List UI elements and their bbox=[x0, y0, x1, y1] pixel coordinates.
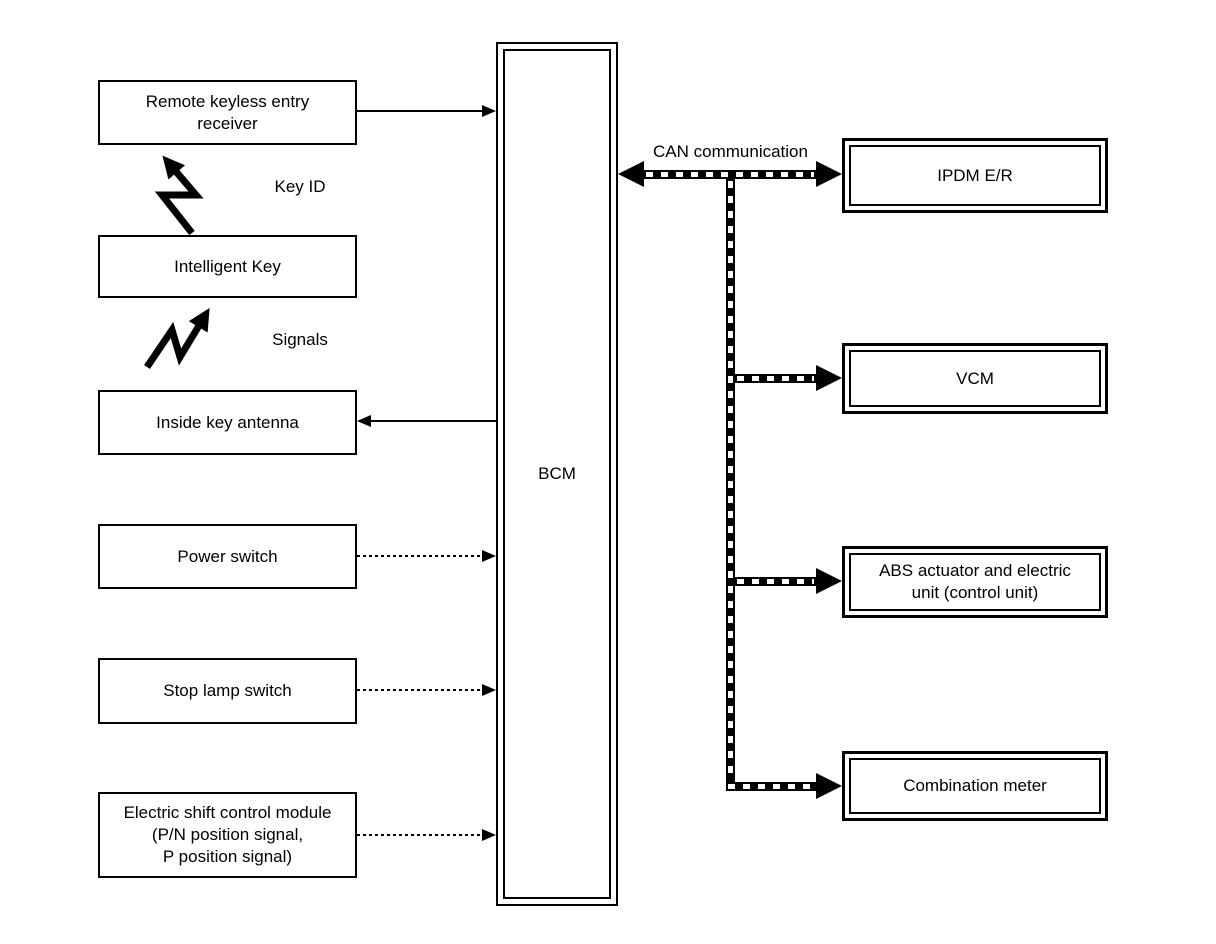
can-communication-label: CAN communication bbox=[653, 142, 808, 161]
arrow-rke-to-bcm-arrowhead-icon bbox=[482, 105, 496, 117]
can-bus-arrowhead-bcm-icon bbox=[618, 161, 644, 187]
node-electric-shift-control-module: Electric shift control module (P/N posit… bbox=[98, 792, 357, 878]
node-abs-actuator: ABS actuator and electric unit (control … bbox=[842, 546, 1108, 618]
node-label: Electric shift control module (P/N posit… bbox=[123, 803, 332, 866]
arrow-power-switch-to-bcm-arrowhead-icon bbox=[482, 550, 496, 562]
node-label: Inside key antenna bbox=[156, 412, 299, 432]
node-label: Stop lamp switch bbox=[163, 681, 292, 700]
node-vcm: VCM bbox=[842, 343, 1108, 414]
key-id-label: Key ID bbox=[274, 177, 326, 196]
node-label: BCM bbox=[538, 464, 576, 483]
can-bus-arrowhead-vcm-icon bbox=[816, 365, 842, 391]
node-bcm-inner-border: BCM bbox=[503, 49, 611, 899]
node-intelligent-key: Intelligent Key bbox=[98, 235, 357, 298]
node-label: IPDM E/R bbox=[937, 165, 1013, 185]
arrow-bcm-to-inside-key-antenna-arrowhead-icon bbox=[357, 415, 371, 427]
arrow-stop-lamp-switch-to-bcm-line bbox=[357, 689, 485, 691]
can-bus-trunk-vertical bbox=[726, 179, 735, 782]
node-inner-border: ABS actuator and electric unit (control … bbox=[849, 553, 1101, 611]
node-inner-border: IPDM E/R bbox=[849, 145, 1101, 206]
signals-label: Signals bbox=[272, 330, 328, 349]
node-inner-border: VCM bbox=[849, 350, 1101, 407]
node-label: Intelligent Key bbox=[174, 256, 281, 276]
node-remote-keyless-entry-receiver: Remote keyless entry receiver bbox=[98, 80, 357, 145]
arrow-power-switch-to-bcm-line bbox=[357, 555, 485, 557]
arrow-electric-shift-to-bcm-line bbox=[357, 834, 485, 836]
node-inside-key-antenna: Inside key antenna bbox=[98, 390, 357, 455]
wireless-signal-signals-icon bbox=[144, 308, 210, 369]
arrow-stop-lamp-switch-to-bcm-arrowhead-icon bbox=[482, 684, 496, 696]
can-bus-arrowhead-ipdm-icon bbox=[816, 161, 842, 187]
node-combination-meter: Combination meter bbox=[842, 751, 1108, 821]
node-label: VCM bbox=[956, 368, 994, 388]
can-bus-branch-abs bbox=[735, 577, 816, 586]
arrow-electric-shift-to-bcm-arrowhead-icon bbox=[482, 829, 496, 841]
can-bus-branch-vcm bbox=[735, 374, 816, 383]
node-inner-border: Combination meter bbox=[849, 758, 1101, 814]
arrow-bcm-to-inside-key-antenna-line bbox=[370, 420, 496, 422]
wireless-signal-key-id-icon bbox=[154, 155, 204, 236]
can-bus-trunk-horizontal bbox=[644, 170, 816, 179]
node-label: ABS actuator and electric unit (control … bbox=[879, 561, 1071, 602]
node-power-switch: Power switch bbox=[98, 524, 357, 589]
node-label: Remote keyless entry receiver bbox=[145, 91, 310, 133]
node-stop-lamp-switch: Stop lamp switch bbox=[98, 658, 357, 724]
node-label: Combination meter bbox=[903, 776, 1047, 795]
can-bus-branch-combination-meter bbox=[726, 782, 816, 791]
node-bcm: BCM bbox=[496, 42, 618, 906]
arrow-rke-to-bcm-line bbox=[357, 110, 485, 112]
node-label: Power switch bbox=[177, 546, 278, 566]
can-bus-arrowhead-abs-icon bbox=[816, 568, 842, 594]
can-bus-arrowhead-combination-meter-icon bbox=[816, 773, 842, 799]
node-ipdm-er: IPDM E/R bbox=[842, 138, 1108, 213]
